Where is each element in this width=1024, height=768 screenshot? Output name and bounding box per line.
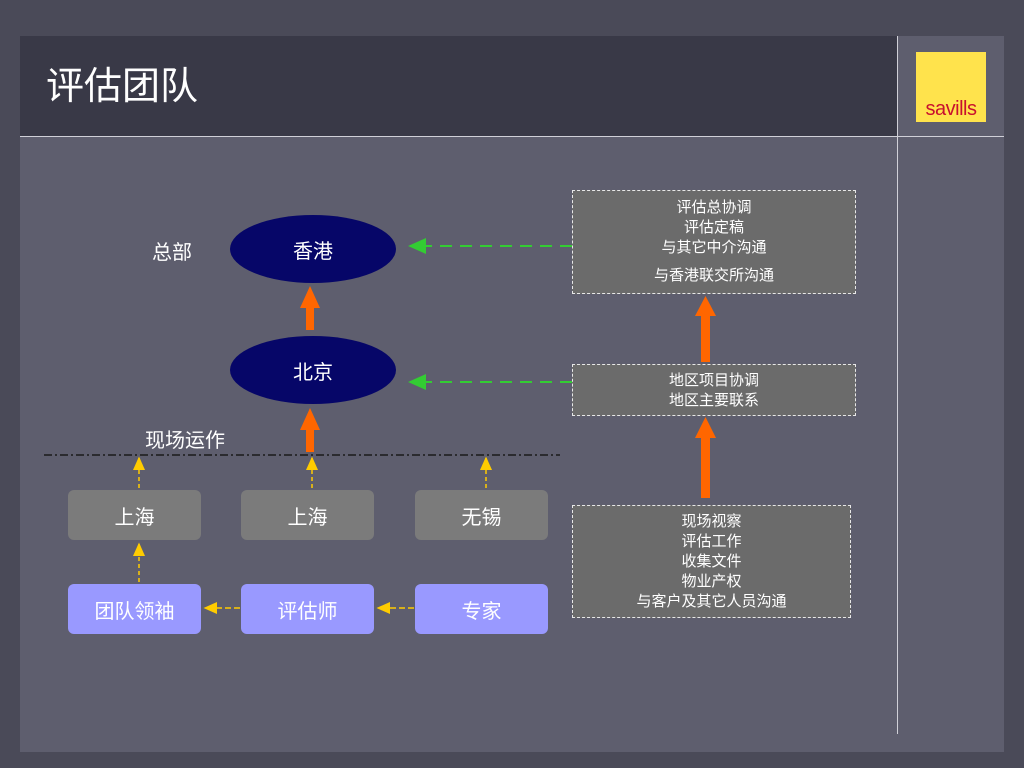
node-wuxi-label: 无锡 (461, 504, 502, 529)
node-team-leader: 团队领袖 (68, 584, 201, 634)
duty-field-line: 评估工作 (681, 532, 742, 550)
savills-logo: savills (916, 52, 986, 122)
duty-field-line: 收集文件 (681, 552, 742, 570)
duty-field-line: 现场视察 (681, 512, 742, 530)
title-bar (20, 36, 897, 136)
node-wuxi: 无锡 (415, 490, 548, 540)
node-hongkong-label: 香港 (293, 238, 333, 263)
node-beijing: 北京 (230, 336, 396, 404)
arrow-beijing-to-hongkong (300, 286, 320, 330)
node-shanghai-2: 上海 (241, 490, 374, 540)
duty-hq-line: 与其它中介沟通 (661, 238, 767, 256)
header-divider (20, 136, 1004, 137)
duty-hq-line: 与香港联交所沟通 (653, 266, 774, 284)
logo-text: savills (925, 98, 977, 120)
duty-field-line: 与客户及其它人员沟通 (636, 592, 787, 610)
duty-regional-line: 地区项目协调 (668, 371, 759, 389)
node-hongkong: 香港 (230, 215, 396, 283)
arrow-field-to-regional-duties (695, 417, 716, 498)
node-shanghai-2-label: 上海 (287, 504, 328, 529)
arrow-field-to-beijing (300, 408, 320, 452)
node-expert-label: 专家 (461, 598, 502, 623)
field-label: 现场运作 (145, 428, 225, 452)
node-team-leader-label: 团队领袖 (94, 598, 175, 623)
page-title: 评估团队 (46, 64, 199, 108)
duty-field-line: 物业产权 (681, 572, 742, 590)
arrow-regional-to-hq-duties (695, 296, 716, 362)
node-appraiser-label: 评估师 (277, 598, 338, 623)
duty-regional-line: 地区主要联系 (668, 391, 759, 409)
node-beijing-label: 北京 (293, 359, 333, 384)
sidebar-divider (897, 36, 898, 734)
duties-regional-box: 地区项目协调 地区主要联系 (572, 364, 856, 416)
node-shanghai-1-label: 上海 (114, 504, 155, 529)
duty-hq-line: 评估定稿 (683, 218, 744, 236)
node-shanghai-1: 上海 (68, 490, 201, 540)
node-expert: 专家 (415, 584, 548, 634)
duty-hq-line: 评估总协调 (676, 198, 752, 216)
duties-hq-box: 评估总协调 评估定稿 与其它中介沟通 与香港联交所沟通 (572, 190, 856, 294)
hq-label: 总部 (152, 240, 192, 264)
duties-field-box: 现场视察 评估工作 收集文件 物业产权 与客户及其它人员沟通 (572, 505, 851, 618)
node-appraiser: 评估师 (241, 584, 374, 634)
